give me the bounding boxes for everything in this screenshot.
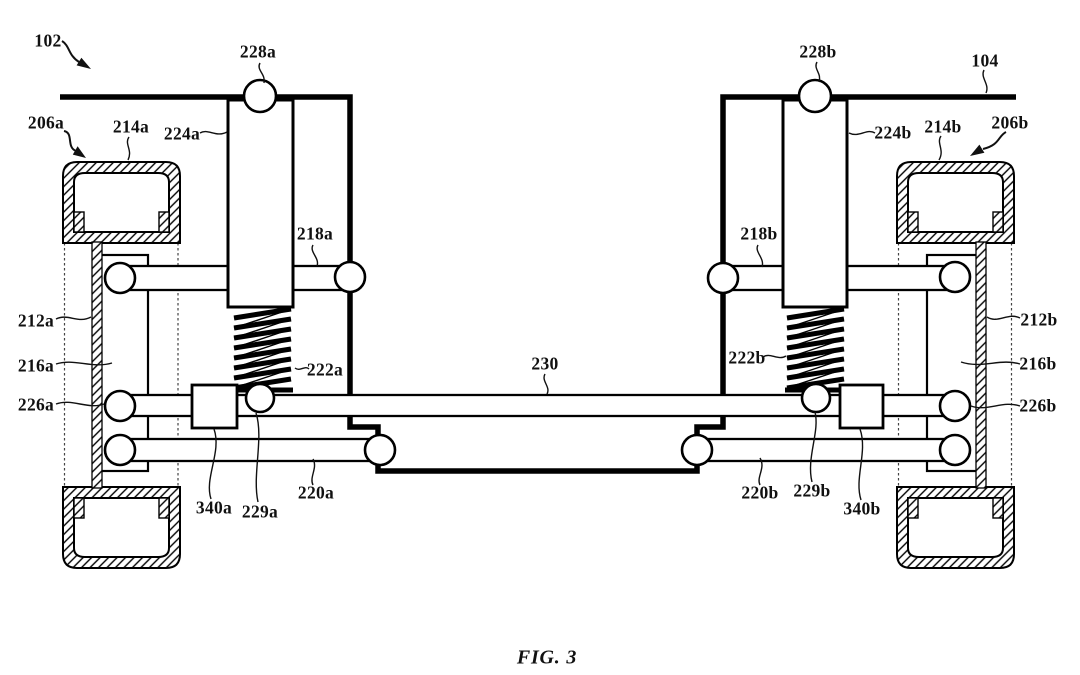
leader-222b	[762, 354, 787, 359]
leader-214b	[938, 135, 942, 161]
middle-joint-outer-right	[938, 389, 972, 423]
figure-caption: FIG. 3	[516, 646, 578, 669]
ref-label-104: 104	[971, 50, 999, 71]
leader-104	[982, 69, 988, 94]
ref-label-218b: 218b	[740, 223, 778, 244]
ref-label-218a: 218a	[296, 223, 334, 244]
leader-220b	[758, 457, 763, 486]
leader-212a	[55, 316, 92, 321]
upper-joint-outer-left	[103, 261, 137, 295]
leader-230	[543, 373, 549, 395]
middle-joint-outer-left	[103, 389, 137, 423]
strut-top-mount-right	[797, 78, 833, 114]
leader-229a	[255, 412, 260, 503]
spring-seat-joint-right	[800, 382, 832, 414]
tire-bottom-right	[896, 486, 1015, 569]
lower-joint-outer-right	[938, 433, 972, 467]
ref-label-220a: 220a	[297, 482, 335, 503]
ref-label-222a: 222a	[306, 359, 344, 380]
wheel-right	[896, 161, 1015, 569]
leader-228b	[815, 61, 821, 83]
pivot-joints	[103, 78, 972, 467]
ref-label-230: 230	[531, 353, 559, 374]
upper-joint-inner-left	[333, 260, 367, 294]
ref-label-220b: 220b	[741, 482, 779, 503]
leader-lines	[55, 61, 1021, 503]
spring-left	[232, 306, 293, 393]
ref-label-216a: 216a	[17, 355, 55, 376]
ref-label-212b: 212b	[1020, 309, 1058, 330]
leader-226a	[55, 401, 105, 407]
leader-340a	[208, 428, 217, 500]
ref-label-224a: 224a	[163, 123, 201, 144]
arrow-head-102	[76, 57, 91, 69]
leader-222a	[294, 367, 310, 370]
leader-218b	[756, 244, 764, 268]
ref-label-228b: 228b	[799, 41, 837, 62]
leader-224b	[848, 130, 876, 136]
ref-label-214a: 214a	[112, 116, 150, 137]
lower-joint-inner-right	[680, 433, 714, 467]
strut-left	[226, 98, 295, 309]
tire-bottom-left	[62, 486, 181, 569]
leader-220a	[311, 458, 316, 486]
spring-right	[785, 306, 846, 393]
lower-link-right	[695, 437, 957, 463]
strut-top-mount-left	[242, 78, 278, 114]
mount-block-left	[190, 383, 239, 430]
ref-label-222b: 222b	[728, 347, 766, 368]
leader-218a	[311, 244, 319, 267]
ref-label-228a: 228a	[239, 41, 277, 62]
ref-label-206b: 206b	[991, 112, 1029, 133]
lower-joint-inner-left	[363, 433, 397, 467]
leader-340b	[858, 428, 864, 501]
leader-214a	[126, 136, 131, 161]
tire-top-right	[896, 161, 1015, 244]
ref-label-212a: 212a	[17, 310, 55, 331]
ref-label-102: 102	[34, 30, 62, 51]
spring-seat-joint-left	[244, 382, 276, 414]
leader-216b	[960, 361, 1021, 366]
leader-212b	[986, 315, 1021, 320]
leader-216a	[55, 361, 113, 366]
strut-right	[781, 98, 849, 309]
leader-229b	[809, 411, 817, 483]
ref-label-340b: 340b	[843, 498, 881, 519]
ref-label-226a: 226a	[17, 394, 55, 415]
ref-label-216b: 216b	[1019, 353, 1057, 374]
ref-label-224b: 224b	[874, 122, 912, 143]
leader-226b	[970, 403, 1021, 409]
arrow-head-206b	[970, 144, 985, 156]
mount-block-right	[838, 383, 885, 430]
lower-link-left	[118, 437, 382, 463]
tire-top-left	[62, 161, 181, 244]
ref-label-226b: 226b	[1019, 395, 1057, 416]
reference-arrows	[61, 40, 1007, 158]
ref-label-206a: 206a	[27, 112, 65, 133]
ref-label-340a: 340a	[195, 497, 233, 518]
leader-224a	[199, 130, 228, 135]
ref-label-229b: 229b	[793, 480, 831, 501]
upper-joint-inner-right	[706, 261, 740, 295]
ref-label-229a: 229a	[241, 501, 279, 522]
lower-joint-outer-left	[103, 433, 137, 467]
leader-228a	[258, 62, 265, 84]
upper-joint-outer-right	[938, 260, 972, 294]
ref-label-214b: 214b	[924, 116, 962, 137]
arrow-head-206a	[72, 146, 86, 158]
